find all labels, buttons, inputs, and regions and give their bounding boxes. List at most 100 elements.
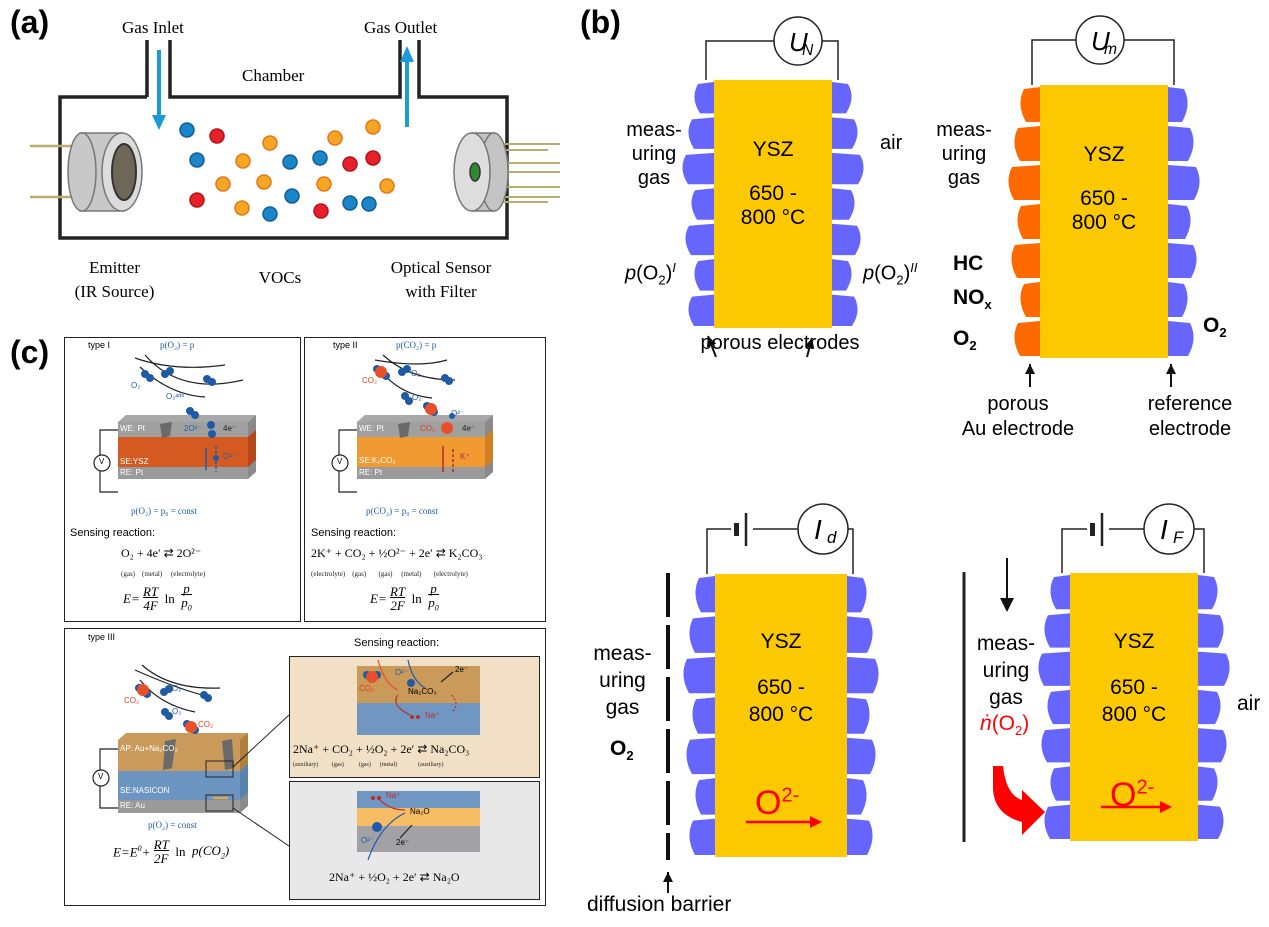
cell3-ysz-label: YSZ (760, 630, 802, 653)
meter-symbol: U (1091, 26, 1110, 56)
cell1-left-gas-label: meas- uring gas (624, 118, 684, 190)
cell4-left-gas-label: meas- uring gas (970, 630, 1042, 711)
electrode-grain (689, 818, 715, 855)
voc-molecule (282, 154, 298, 170)
cell1-body: YSZ 650 - 800 °C (714, 138, 832, 230)
electrode-grain (1050, 575, 1070, 610)
type3-o2-label-1: O₂ (172, 684, 182, 693)
cell2-reference-electrode-caption: reference electrode (1130, 392, 1250, 442)
optical-sensor (453, 132, 509, 212)
panel-b-label: (b) (580, 4, 621, 40)
type2-re-label: RE: Pt (359, 468, 383, 477)
cell4-temp-line2: 800 °C (1101, 703, 1167, 726)
electrode-grain (688, 294, 714, 326)
type1-o2-label: O₂ (131, 381, 141, 390)
cell4-oxide-ion-label: O2- (1110, 776, 1154, 815)
inset1-phases: (auxiliary) (gas) (gas) (metal) (auxilia… (293, 762, 443, 768)
inset2-o-label: O²⁻ (361, 836, 375, 845)
cell2-temp-line2: 800 °C (1071, 211, 1137, 234)
cell4-left-line1: meas- (976, 632, 1036, 655)
cell2-caption-left-line1: porous (987, 393, 1049, 415)
cell1-air-label: air (880, 132, 903, 154)
electrode-grain (683, 656, 715, 694)
cell3-body: YSZ 650 - 800 °C (715, 630, 847, 728)
type2-phase-electrolyte: (electrolyte) (311, 570, 346, 578)
electrode-grain (694, 259, 714, 291)
electrode-grain (1168, 87, 1188, 122)
electrode-grain (1014, 321, 1040, 356)
circuit-wire (705, 40, 839, 80)
cell1-left-line3: gas (637, 167, 671, 189)
emitter-label-line2: (IR Source) (74, 282, 155, 301)
inset1-e-label: 2e⁻ (455, 665, 469, 674)
voc-molecule (235, 153, 251, 169)
electrode-grain (1044, 613, 1070, 648)
cell2-species: HC NOx O2 (953, 247, 992, 363)
voc-molecule (262, 206, 278, 222)
voc-molecules (179, 119, 395, 222)
voc-molecule (284, 188, 300, 204)
inset1-phase-gas2: (gas) (358, 762, 371, 768)
inset2-e-label: 2e⁻ (396, 838, 410, 847)
type3-co2-label-2: CO₂ (198, 720, 214, 729)
emitter-label: Emitter (IR Source) (62, 256, 167, 304)
panel-c-label: (c) (10, 334, 50, 370)
cell2-caption-right-line1: reference (1147, 393, 1233, 415)
gas-inlet-arrow (152, 50, 166, 130)
voc-molecule (342, 156, 358, 172)
inset1-phase-metal: (metal) (379, 762, 398, 768)
type3-meter-label: V (98, 772, 104, 781)
electrode-grain (832, 188, 855, 220)
inset2-na-label: Na⁺ (386, 791, 401, 800)
battery-gap (1087, 517, 1109, 541)
inset1-o-label: O²⁻ (395, 668, 409, 677)
electrode-grain (847, 697, 870, 734)
electrode-grain (847, 818, 873, 855)
cell3-ion-symbol: O (755, 784, 782, 822)
cell2-ysz-label: YSZ (1083, 143, 1125, 166)
type3-ap-label: AP: Au+Na₂CO₃ (120, 744, 178, 753)
electrode-grain (1014, 126, 1040, 161)
cell4-ysz-label: YSZ (1113, 630, 1155, 653)
voc-molecule (234, 200, 250, 216)
electrode-grain (1017, 204, 1040, 239)
electrode-grain (1047, 689, 1070, 725)
type1-phase-gas: (gas) (121, 570, 135, 578)
electrode-grain (847, 778, 867, 815)
cell1-left-line2: uring (631, 143, 677, 165)
type2-phases: (electrolyte) (gas) (gas) (metal) (elect… (311, 570, 468, 578)
voc-molecule (189, 152, 205, 168)
electrode-grain (832, 117, 858, 149)
vocs-label: VOCs (258, 268, 302, 287)
inset1-phase-auxiliary: (auxiliary) (293, 762, 319, 768)
emitter-label-line1: Emitter (89, 258, 140, 277)
cell2-au-electrode-caption: porous Au electrode (948, 392, 1088, 442)
type1-se-label: SE:YSZ (120, 457, 149, 466)
type2-phase-metal: (metal) (401, 570, 422, 578)
meter-circle (773, 16, 823, 66)
electrode-grain (691, 188, 714, 220)
type2-electrons-label: 4e⁻ (462, 424, 476, 433)
cell2-caption-left-line2: Au electrode (961, 418, 1075, 440)
type1-re-label: RE: Pt (120, 468, 144, 477)
type3-sensing-title: Sensing reaction: (354, 637, 439, 649)
electrode-grain (1050, 766, 1070, 801)
electrode-grain (1044, 804, 1070, 839)
type3-bottom-condition: p(O₂) = const (148, 820, 197, 830)
cell3-left-line2: uring (599, 669, 646, 692)
electrode-grain (1198, 575, 1218, 610)
type2-se-label: SE:K₂CO₃ (359, 456, 396, 465)
electrode-grain (685, 223, 714, 256)
cell4-gas-flow-arrow-head (1000, 598, 1014, 612)
inset1-phase-gas1: (gas) (331, 762, 344, 768)
cell3-temp-line2: 800 °C (748, 703, 814, 726)
cell3-left-line3: gas (605, 696, 640, 719)
electrode-grain (832, 294, 858, 326)
type3-se-label: SE:NASICON (120, 786, 170, 795)
cell3-temp-line1: 650 - (757, 676, 805, 699)
inset2-reaction: 2Na⁺ + ½O₂ + 2e′ ⇄ Na₂O (329, 870, 460, 884)
type1-we-label: WE: Pt (120, 424, 145, 433)
electrode-grain (688, 117, 714, 149)
cell1-p-left: p(O2)I (625, 260, 676, 288)
